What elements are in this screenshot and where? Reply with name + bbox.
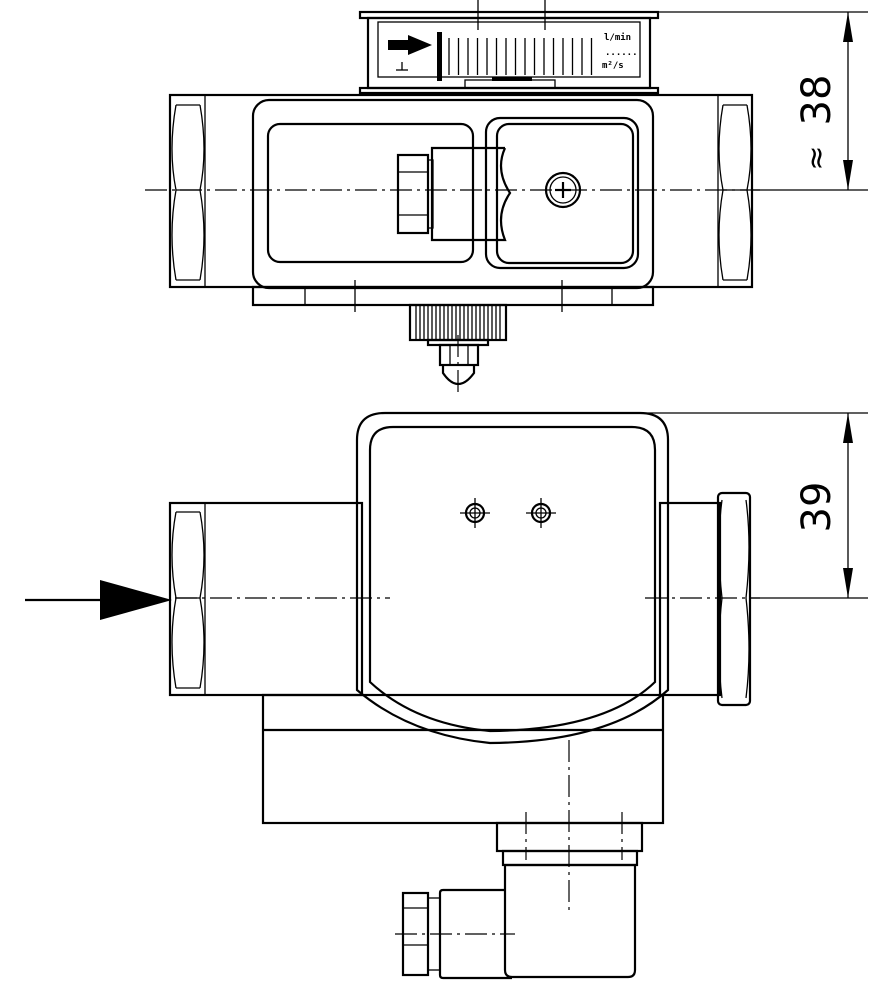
outlet-pipe xyxy=(658,501,722,697)
gauge-arrow-icon xyxy=(388,35,432,55)
inlet-pipe xyxy=(168,501,364,697)
housing-flange xyxy=(251,285,655,307)
dimension-39-label: 39 xyxy=(794,482,840,533)
cable-gland-nut xyxy=(396,153,430,235)
flow-direction-arrow-icon xyxy=(25,580,172,620)
housing xyxy=(251,98,655,290)
coil-connector-outline xyxy=(484,116,640,270)
cable-plug xyxy=(430,146,512,242)
screw-icon xyxy=(460,498,490,528)
dimension-39: 39 xyxy=(630,412,868,599)
gauge-unit-volume: m²/s xyxy=(602,61,624,71)
approx-symbol: ≈ xyxy=(799,145,834,170)
left-hex-port xyxy=(171,95,206,287)
screw-icon xyxy=(526,498,556,528)
housing-window xyxy=(266,122,475,264)
gauge-dots: ...... xyxy=(605,48,638,58)
right-hex-port xyxy=(717,95,752,287)
coil-housing xyxy=(355,411,670,745)
connector-body xyxy=(503,863,637,979)
gauge-unit-flow: l/min xyxy=(604,32,631,43)
outlet-nut xyxy=(716,491,752,707)
dimension-38: 38 ≈ xyxy=(650,11,868,191)
flow-gauge: l/min ...... m²/s xyxy=(358,0,660,95)
gauge-scale xyxy=(448,38,593,75)
top-view: l/min ...... m²/s xyxy=(145,0,760,395)
dimension-38-label: 38 xyxy=(794,75,840,126)
front-view xyxy=(25,411,760,980)
base-block xyxy=(261,693,665,825)
